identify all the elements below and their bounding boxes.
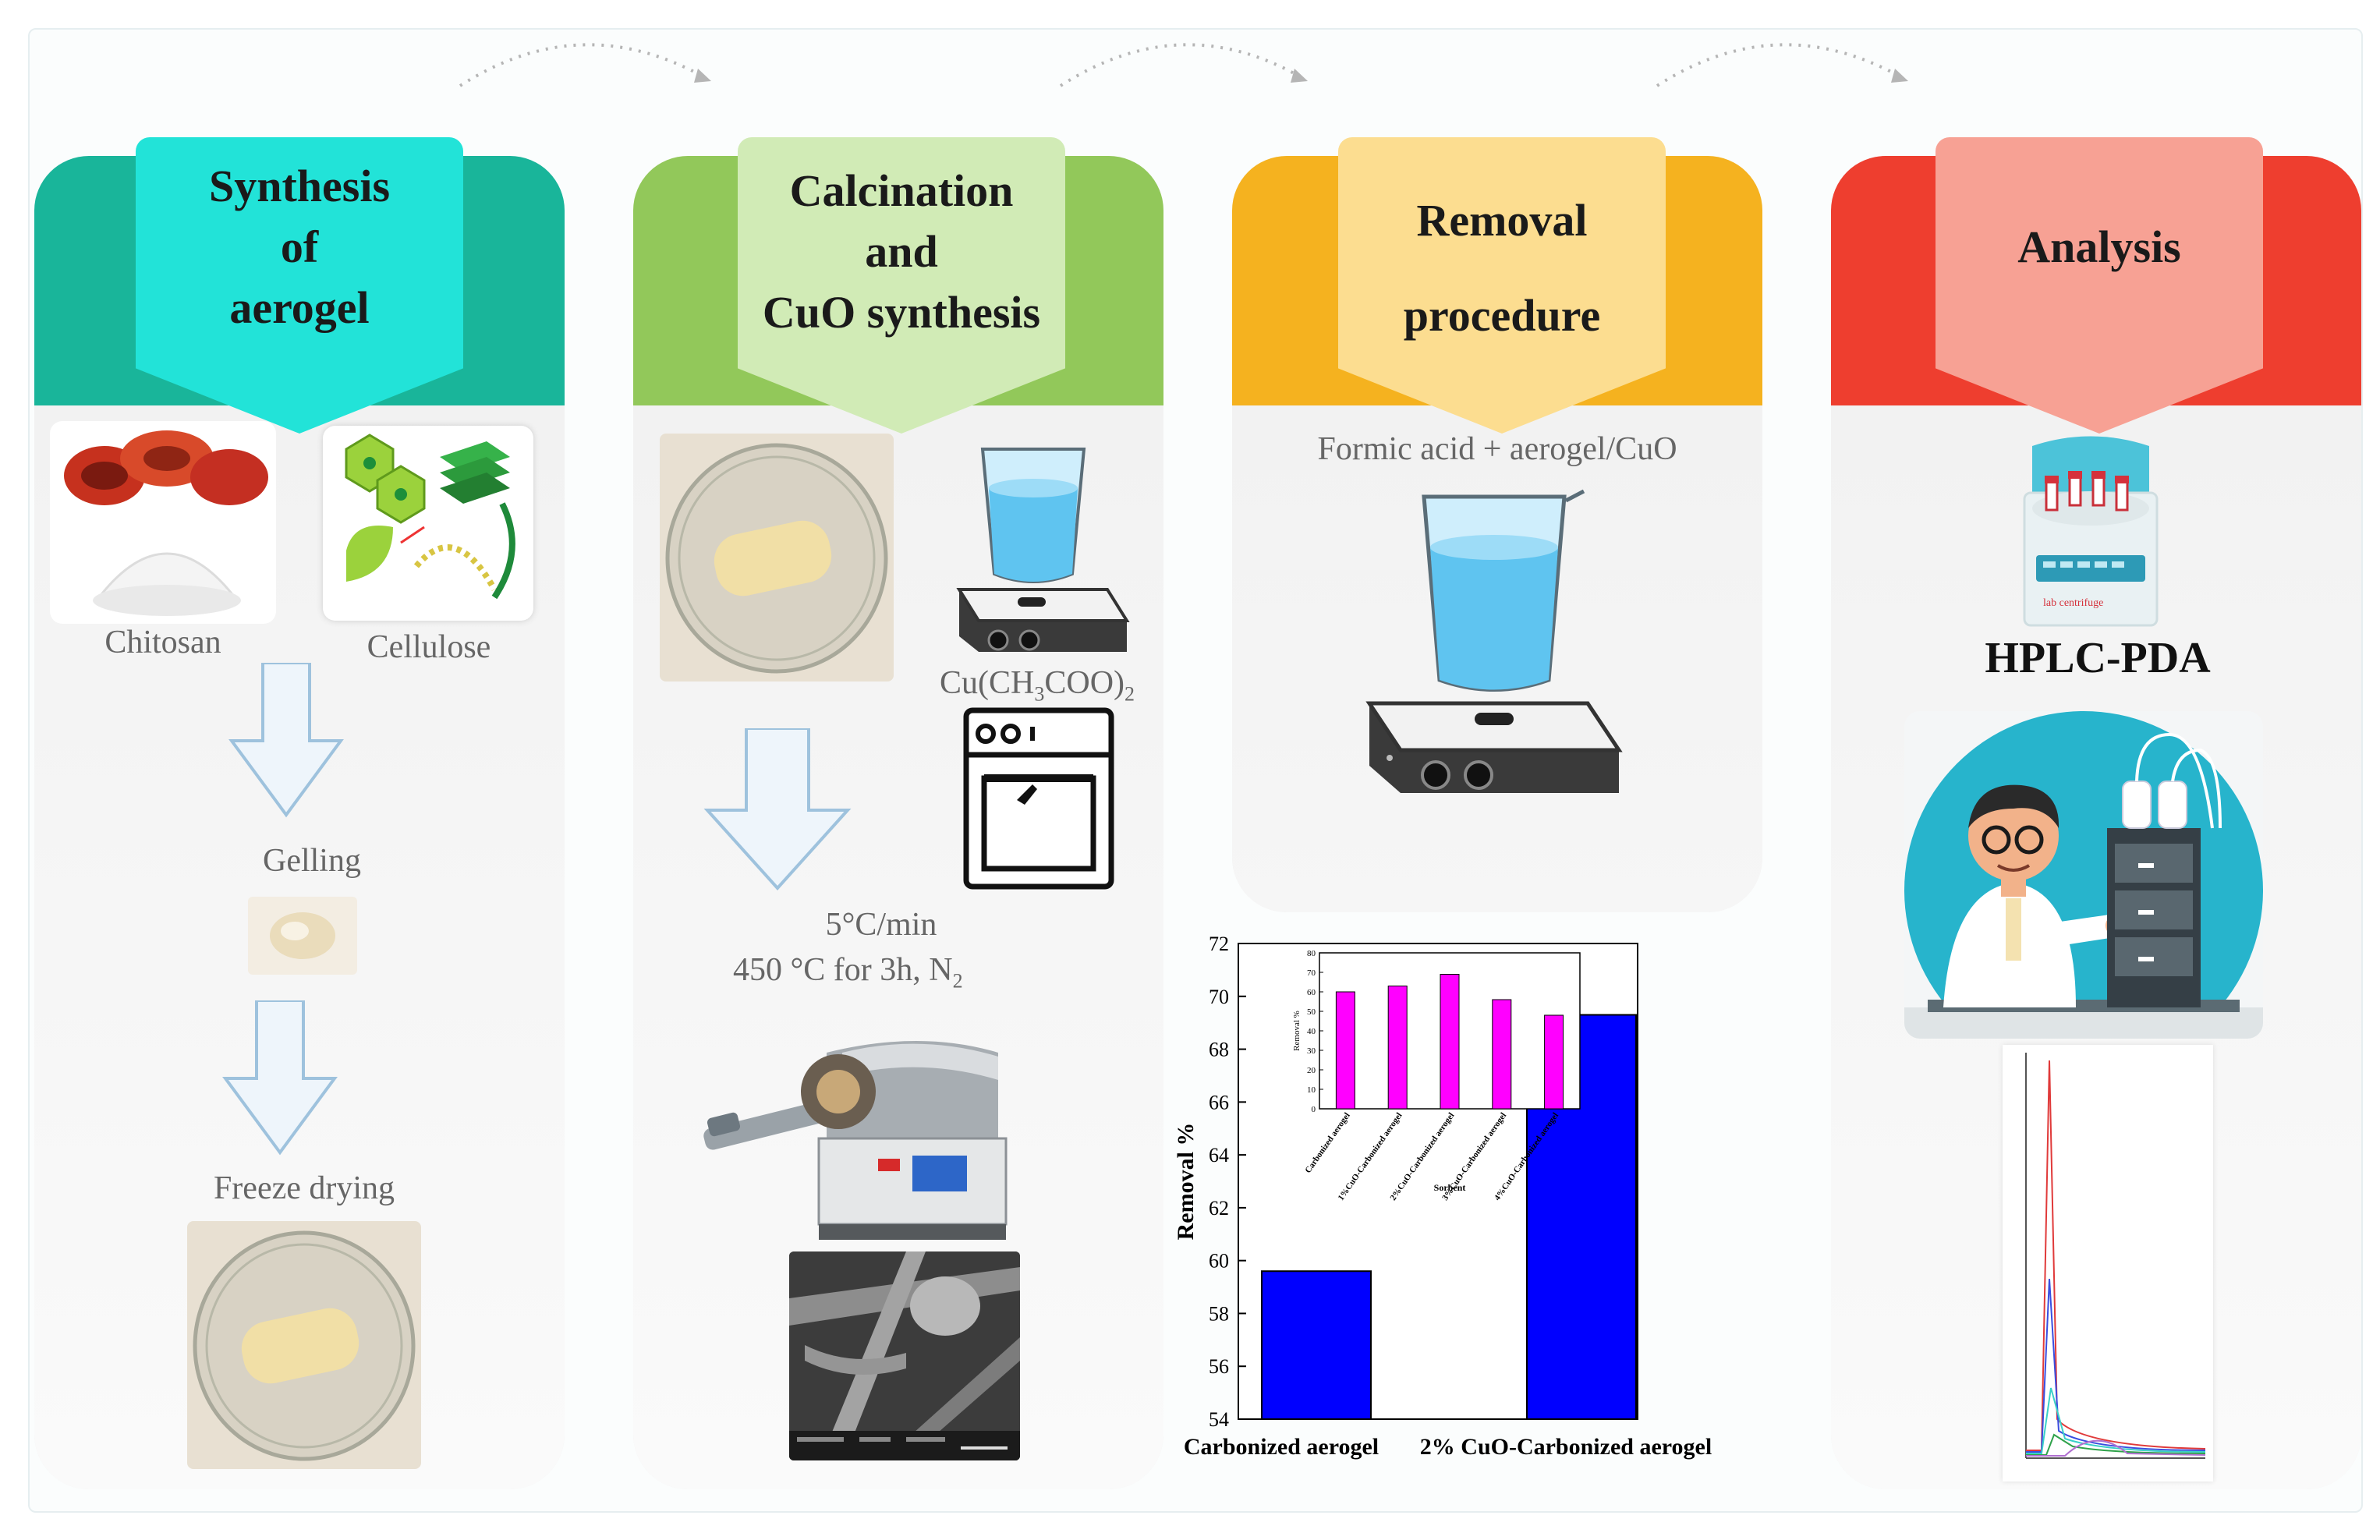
main-y-axis-label: Removal % <box>1173 1123 1199 1241</box>
tag-synthesis <box>136 137 463 434</box>
aerogel-dish-image-2 <box>660 434 894 681</box>
cellulose-label: Cellulose <box>367 629 491 665</box>
inset-bar-4 <box>1492 999 1512 1110</box>
main-y-tick-label: 60 <box>1209 1250 1229 1273</box>
main-y-tick-label: 56 <box>1209 1355 1229 1378</box>
inset-bar-2 <box>1387 986 1408 1110</box>
cellulose-image <box>323 426 533 621</box>
inset-bar-1 <box>1335 991 1355 1110</box>
main-y-tick-label: 70 <box>1209 986 1229 1008</box>
tag-removal <box>1338 137 1666 434</box>
flow-arrows <box>459 43 1908 87</box>
calcination-condition-label: 450 °C for 3h, N2 <box>733 952 963 993</box>
inset-y-tick-label: 50 <box>1307 1007 1316 1017</box>
main-y-tick-label: 54 <box>1209 1408 1229 1431</box>
oven-icon <box>963 707 1114 890</box>
main-y-tick-label: 66 <box>1209 1091 1229 1113</box>
scientist-hplc-image <box>1904 711 2263 1039</box>
down-arrow-2 <box>222 1000 338 1156</box>
inset-y-tick-label: 10 <box>1307 1085 1316 1095</box>
gelling-label: Gelling <box>263 843 361 879</box>
tag-removal-title: Removal procedure <box>1403 195 1601 341</box>
freeze-drying-label: Freeze drying <box>213 1170 395 1206</box>
inset-y-axis-label: Removal % <box>1292 1011 1302 1051</box>
chitosan-image <box>50 421 276 624</box>
tag-analysis-title: Analysis <box>2017 221 2181 272</box>
inset-x-axis-label: Sorbent <box>1434 1182 1466 1193</box>
down-arrow-3 <box>703 728 852 890</box>
tag-synthesis-title: Synthesis of aerogel <box>208 161 391 333</box>
centrifuge-brand-text: lab centrifuge <box>2043 597 2103 609</box>
removal-mixture-label: Formic acid + aerogel/CuO <box>1317 431 1677 467</box>
tag-calcination-title: Calcination and CuO synthesis <box>762 165 1041 338</box>
gel-image <box>248 897 357 975</box>
sem-image <box>789 1251 1020 1460</box>
magnetic-stirrer-small-icon <box>956 448 1130 652</box>
inset-bar-5 <box>1544 1014 1564 1110</box>
hplc-label: HPLC-PDA <box>1985 634 2211 682</box>
main-y-tick-label: 58 <box>1209 1302 1229 1325</box>
inset-bar-3 <box>1440 974 1460 1110</box>
chromatogram-image <box>2003 1045 2213 1482</box>
heating-rate-label: 5°C/min <box>825 907 937 943</box>
main-y-tick-label: 72 <box>1209 933 1229 955</box>
inset-y-tick-label: 60 <box>1307 988 1316 997</box>
main-x-label-1: Carbonized aerogel <box>1184 1434 1379 1460</box>
magnetic-stirrer-large-icon <box>1365 489 1623 793</box>
inset-y-tick-label: 20 <box>1307 1066 1316 1075</box>
inset-y-tick-label: 0 <box>1312 1105 1316 1114</box>
flow-arrow-2 <box>1059 43 1304 87</box>
centrifuge-icon: lab centrifuge <box>2023 436 2159 627</box>
tube-furnace-image <box>703 1041 1008 1240</box>
main-y-tick-label: 64 <box>1209 1144 1229 1167</box>
tag-analysis <box>1936 137 2263 434</box>
main-bar-1 <box>1261 1270 1372 1420</box>
inset-y-tick-label: 40 <box>1307 1027 1316 1036</box>
tag-calcination <box>738 137 1065 434</box>
flow-arrow-1 <box>459 43 707 87</box>
aerogel-dish-image-1 <box>187 1221 421 1469</box>
main-y-tick-label: 62 <box>1209 1197 1229 1220</box>
inset-y-tick-label: 80 <box>1307 949 1316 958</box>
inset-y-tick-label: 30 <box>1307 1046 1316 1056</box>
inset-y-tick-label: 70 <box>1307 968 1316 978</box>
main-y-tick-label: 68 <box>1209 1039 1229 1061</box>
reagent-label: Cu(CH3COO)2 <box>940 665 1135 706</box>
flow-arrow-3 <box>1656 43 1904 87</box>
chitosan-label: Chitosan <box>104 625 221 660</box>
main-x-label-2: 2% CuO-Carbonized aerogel <box>1420 1434 1712 1460</box>
down-arrow-1 <box>228 663 344 818</box>
